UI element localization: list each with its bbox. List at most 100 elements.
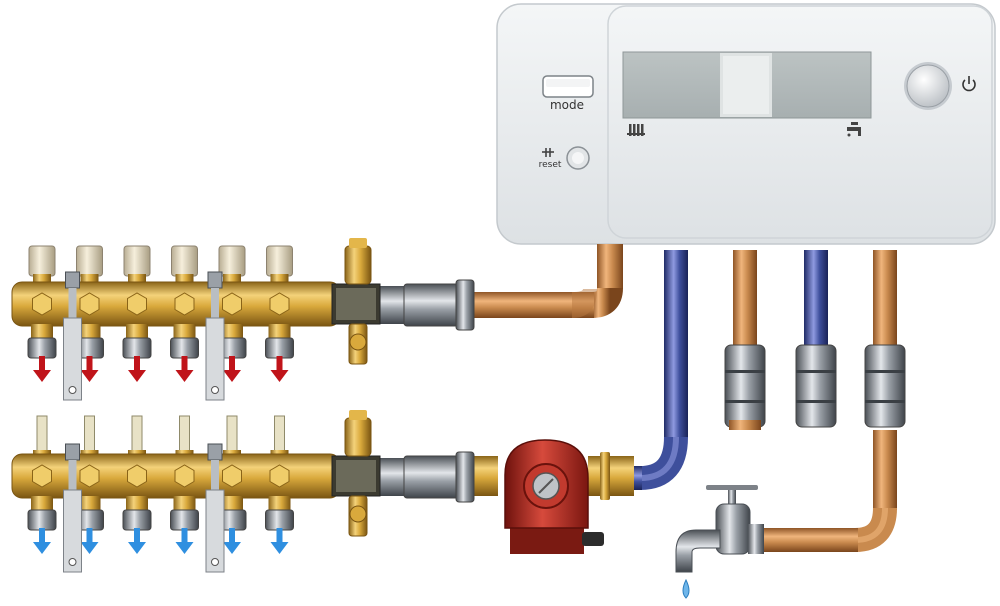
hex-nut [33,293,52,315]
bracket-clip [66,444,80,460]
drain-valve-handle [350,506,366,522]
air-vent-cap [349,410,367,420]
flow-arrow-shaft [277,356,283,372]
lcd-display [623,52,871,118]
hex-nut [33,465,52,487]
flow-meter [132,416,142,454]
hot-flow-arrow-icon [271,370,289,382]
hot-flow-arrow-icon [223,370,241,382]
drain-valve-handle [350,334,366,350]
hot-flow-arrow-icon [81,370,99,382]
cold-flow-arrow-icon [128,542,146,554]
manifold-coupling-face [336,460,376,492]
bracket-stem [211,288,219,318]
manifold-coupling-face [336,288,376,320]
reset-label: reset [530,160,570,170]
water-tap [676,485,764,572]
valve-cap [267,246,293,276]
bracket-hole [69,387,76,394]
hex-nut [80,293,99,315]
hot-flow-arrow-icon [33,370,51,382]
bracket-stem [69,460,77,490]
cold-flow-arrow-icon [33,542,51,554]
hot-flow-arrow-icon [176,370,194,382]
valve-cap [77,246,103,276]
bracket-clip [208,444,222,460]
valve-cap [219,246,245,276]
circulation-pump [470,440,634,554]
cold-flow-arrow-icon [223,542,241,554]
gas-valve [725,345,765,430]
outlet-fitting [28,338,56,358]
flow-arrow-shaft [87,356,93,372]
flow-arrow-shaft [134,356,140,372]
hex-nut [270,293,289,315]
valve-stem [33,274,51,282]
valve-stem [81,274,99,282]
valve-cap [124,246,150,276]
valve-stem [271,274,289,282]
hex-nut [128,465,147,487]
reset-button[interactable] [567,147,589,169]
air-vent [345,418,371,456]
water-drop-icon [683,580,689,598]
cold-flow-arrow-icon [81,542,99,554]
boiler-unit [497,4,995,244]
cold-flow-arrow-icon [271,542,289,554]
outlet-fitting [171,510,199,530]
bracket-hole [212,387,219,394]
flow-arrow-shaft [229,528,235,544]
bracket-hole [212,559,219,566]
valve-stem [176,274,194,282]
bracket-clip [66,272,80,288]
air-vent [345,246,371,284]
return-manifold [12,410,380,572]
outlet-fitting [266,510,294,530]
flow-meter [180,416,190,454]
supply-manifold [12,238,380,400]
flow-arrow-shaft [87,528,93,544]
mode-button[interactable] [543,76,593,97]
cold-flow-arrow-icon [176,542,194,554]
hex-nut [223,465,242,487]
bracket-clip [208,272,222,288]
temperature-knob[interactable] [904,62,952,110]
flow-arrow-shaft [277,528,283,544]
cold-water-valve [796,345,836,427]
flow-meter [37,416,47,454]
hot-water-valve [865,345,905,427]
mode-label: mode [536,98,598,112]
flow-arrow-shaft [182,356,188,372]
outlet-fitting [123,510,151,530]
cold-water-pipe [804,250,828,345]
hex-nut [223,293,242,315]
flow-meter [227,416,237,454]
hex-nut [80,465,99,487]
flow-arrow-shaft [39,356,45,372]
hot-flow-arrow-icon [128,370,146,382]
flow-meter [275,416,285,454]
supply-manifold-connector [378,280,474,330]
air-vent-cap [349,238,367,248]
valve-cap [29,246,55,276]
flow-arrow-shaft [182,528,188,544]
bracket-stem [211,460,219,490]
outlet-fitting [123,338,151,358]
flow-arrow-shaft [134,528,140,544]
valve-cap [172,246,198,276]
outlet-fitting [28,510,56,530]
supply-pipe [470,244,623,318]
flow-arrow-shaft [229,356,235,372]
gas-pipe [733,250,757,345]
bracket-hole [69,559,76,566]
hex-nut [270,465,289,487]
hex-nut [175,293,194,315]
outlet-fitting [266,338,294,358]
flow-meter [85,416,95,454]
return-manifold-connector [378,452,474,502]
outlet-fitting [171,338,199,358]
bracket-stem [69,288,77,318]
return-pipe [628,250,688,490]
flow-arrow-shaft [39,528,45,544]
